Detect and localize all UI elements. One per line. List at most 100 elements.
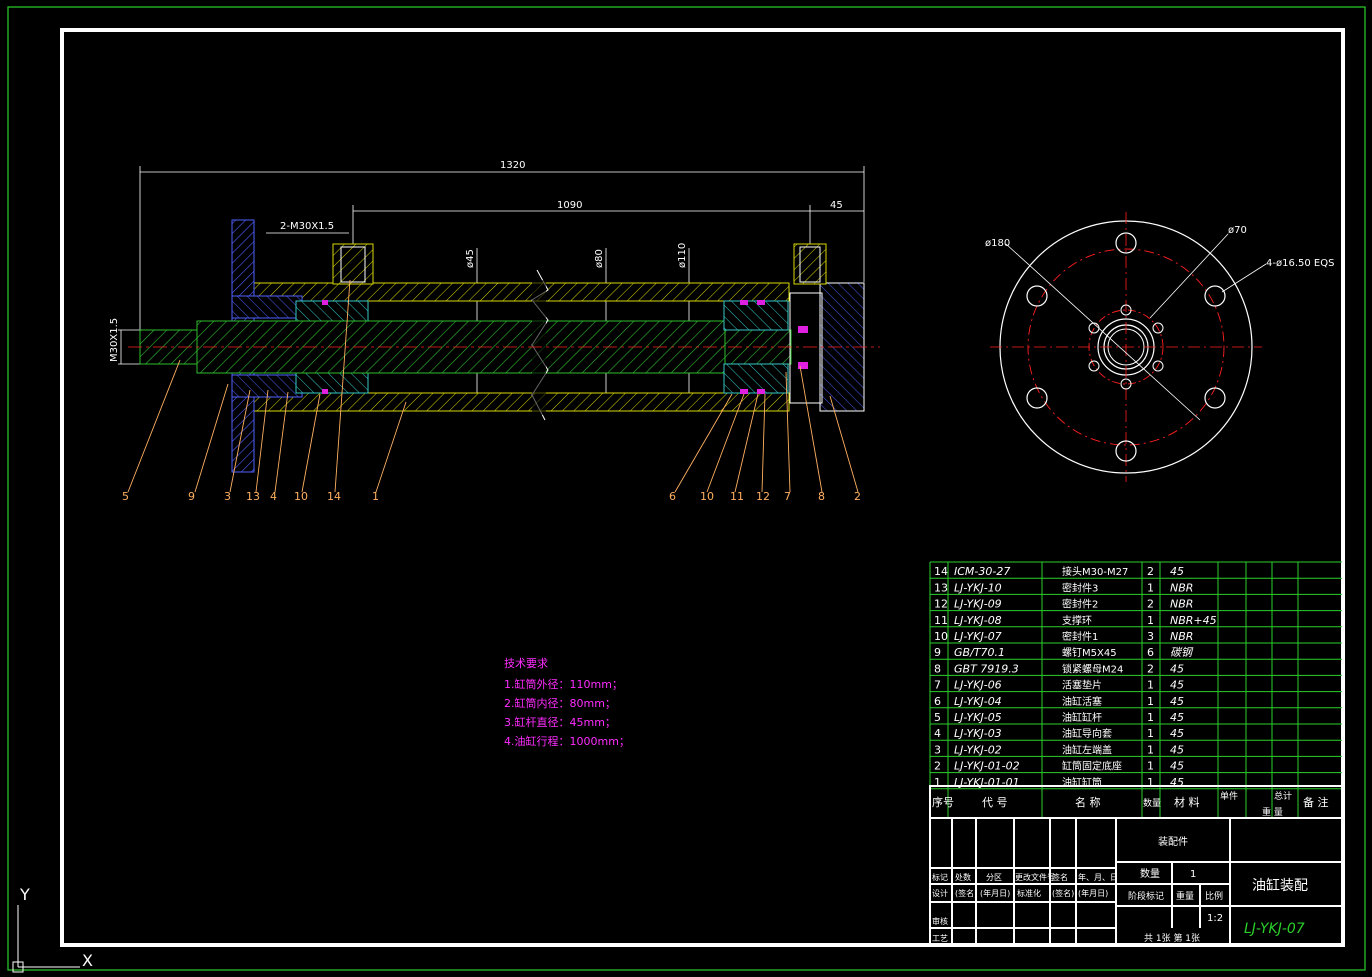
bom-cell-name: 密封件1 [1062, 630, 1098, 643]
callout-6: 6 [669, 490, 676, 503]
dim-total-length: 1320 [500, 160, 525, 171]
tb-row2-4: (签名) [1052, 888, 1074, 898]
guide-sleeve-top [295, 300, 369, 322]
tb-qty-label: 数量 [1140, 867, 1160, 880]
guide-sleeve-bottom [295, 372, 369, 394]
tb-drawing-no: LJ-YKJ-07 [1244, 921, 1305, 937]
tb-title: 油缸装配 [1252, 877, 1308, 894]
bom-cell-mat: NBR [1170, 581, 1193, 594]
bom-head-weight: 重 量 [1262, 806, 1283, 818]
callout-8: 8 [818, 490, 825, 503]
dim-bore-dia: ø80 [594, 249, 605, 268]
bom-cell-mat: 45 [1170, 760, 1184, 773]
dim-stroke: 1090 [557, 200, 582, 211]
bom-cell-no: 9 [934, 646, 941, 659]
callout-13: 13 [246, 490, 260, 503]
bom-cell-mat: 45 [1170, 679, 1184, 692]
bom-cell-mat: 45 [1170, 662, 1184, 675]
tb-qty-value: 1 [1190, 869, 1196, 880]
bom-cell-code: LJ-YKJ-01-02 [954, 760, 1020, 773]
bom-cell-name: 螺钉M5X45 [1062, 647, 1117, 659]
piston-top [723, 300, 789, 331]
bom-cell-no: 11 [934, 614, 948, 627]
ucs-x-label: X [82, 951, 93, 970]
tech-item-2: 2.缸筒内径：80mm； [504, 696, 616, 710]
tech-requirements: 技术要求 1.缸筒外径：110mm； 2.缸筒内径：80mm； 3.缸杆直径：4… [504, 657, 630, 748]
tech-item-3: 3.缸杆直径：45mm； [504, 715, 616, 729]
title-block-text: 装配件 油缸装配 LJ-YKJ-07 数量 1 阶段标记 重量 比例 1:2 共… [932, 835, 1308, 944]
bom-cell-code: LJ-YKJ-04 [954, 695, 1002, 708]
bom-cell-qty: 1 [1147, 760, 1154, 773]
bom-cell-name: 密封件3 [1062, 581, 1098, 594]
callout-9: 9 [188, 490, 195, 503]
bom-cell-code: LJ-YKJ-02 [954, 743, 1002, 756]
bom-cell-name: 缸筒固定底座 [1062, 760, 1122, 773]
callout-2: 2 [854, 490, 861, 503]
bom-cell-name: 锁紧螺母M24 [1062, 662, 1123, 675]
bom-cell-no: 7 [934, 679, 941, 692]
dim-outer-dia: ø110 [677, 243, 688, 268]
bom-cell-name: 油缸导向套 [1062, 727, 1112, 740]
ucs-icon [12, 905, 80, 973]
cylinder-section-view: 1320 1090 45 2-M30X1.5 M30X1.5 ø45 ø80 ø… [109, 160, 880, 503]
dim-rod-thread: M30X1.5 [109, 318, 120, 362]
tb-row2-5: (年月日) [1078, 888, 1108, 898]
bom-cell-code: LJ-YKJ-05 [954, 711, 1002, 724]
tb-stage-label: 阶段标记 [1128, 890, 1164, 902]
tb-scale: 1:2 [1207, 913, 1223, 924]
callout-10-left: 10 [294, 490, 308, 503]
tb-row4: 工艺 [932, 934, 948, 943]
bom-cell-qty: 1 [1147, 695, 1154, 708]
outer-frame [7, 6, 1366, 971]
bom-cell-name: 油缸左端盖 [1062, 743, 1112, 756]
callout-4: 4 [270, 490, 277, 503]
barrel-top-wall [252, 282, 790, 302]
piston-bottom [723, 363, 789, 394]
callout-12: 12 [756, 490, 770, 503]
bom-cell-mat: NBR+45 [1170, 614, 1217, 627]
tb-row1-0: 标记 [932, 872, 948, 882]
dim-holes: 4-ø16.50 EQS [1266, 258, 1334, 269]
bom-cell-code: LJ-YKJ-07 [954, 630, 1002, 643]
tb-assembly: 装配件 [1158, 835, 1188, 848]
bom-cell-qty: 6 [1147, 646, 1154, 659]
bom-cell-no: 13 [934, 581, 948, 594]
bom-cell-code: GBT 7919.3 [954, 662, 1019, 675]
inner-frame [60, 28, 1345, 947]
bom-cell-no: 12 [934, 598, 948, 611]
bom-cell-no: 4 [934, 727, 941, 740]
title-block [929, 785, 1343, 945]
bom-head-note: 备 注 [1303, 795, 1329, 809]
bom-cell-qty: 1 [1147, 614, 1154, 627]
bom-cell-qty: 1 [1147, 776, 1154, 789]
bom-cell-no: 14 [934, 565, 948, 578]
bom-cell-code: LJ-YKJ-03 [954, 727, 1002, 740]
bom-cell-qty: 1 [1147, 727, 1154, 740]
bom-cell-mat: 45 [1170, 743, 1184, 756]
bom-cell-mat: NBR [1170, 598, 1193, 611]
bom-cell-qty: 1 [1147, 679, 1154, 692]
tb-row1-2: 分区 [986, 873, 1002, 882]
tb-sheets: 共 1张 第 1张 [1144, 932, 1200, 944]
tb-row3: 审核 [932, 916, 948, 926]
tb-row1-4: 签名 [1052, 872, 1068, 882]
bom-cell-code: ICM-30-27 [954, 565, 1010, 578]
tech-item-1: 1.缸筒外径：110mm； [504, 677, 623, 691]
tech-item-4: 4.油缸行程：1000mm； [504, 734, 630, 748]
bom-cell-qty: 3 [1147, 630, 1154, 643]
bom-head-mat: 材 料 [1174, 795, 1200, 809]
callout-3: 3 [224, 490, 231, 503]
bom-cell-no: 6 [934, 695, 941, 708]
callout-5: 5 [122, 490, 129, 503]
tb-row2-2: (年月日) [980, 888, 1010, 898]
